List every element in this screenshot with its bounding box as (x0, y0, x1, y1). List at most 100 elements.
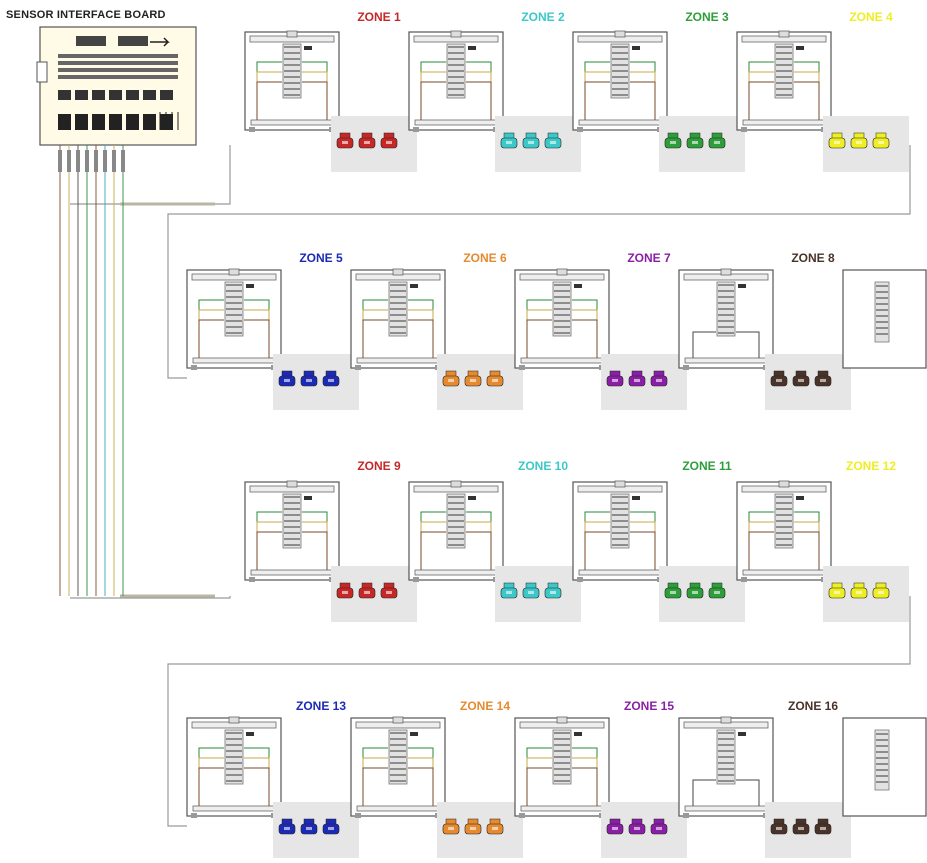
cabinet-top-connector (556, 716, 568, 724)
sensor-highlight (328, 379, 334, 382)
cabinet-foot (355, 813, 361, 818)
board-terminal (92, 114, 105, 130)
board-trace (58, 68, 178, 72)
zone-group (678, 268, 851, 410)
cabinet-top-connector (720, 716, 732, 724)
cabinet-foot (413, 127, 419, 132)
sensor-highlight (386, 141, 392, 144)
zone-group (736, 30, 909, 172)
zone-group (572, 480, 745, 622)
terminal-tag (304, 496, 312, 500)
interconnect-cable (167, 596, 911, 827)
internal-wire (692, 331, 716, 358)
sensor-highlight (714, 141, 720, 144)
sensor-highlight (776, 379, 782, 382)
internal-wire (362, 767, 388, 806)
cabinet-top-connector (286, 30, 298, 38)
terminal-tag (796, 46, 804, 50)
zone-label: ZONE 6 (463, 251, 507, 265)
internal-wire (584, 81, 610, 120)
terminal-tag (410, 732, 418, 736)
board-terminal (126, 90, 139, 100)
sensor-highlight (492, 379, 498, 382)
internal-wire (748, 531, 774, 570)
board-title: SENSOR INTERFACE BOARD (6, 9, 166, 21)
cabinet-bottom-rail (414, 569, 498, 576)
zone-label: ZONE 10 (517, 459, 568, 473)
cabinet-top-connector (392, 268, 404, 276)
zone-label: ZONE 9 (357, 459, 401, 473)
internal-wire (466, 81, 492, 120)
cabinet-top-connector (228, 716, 240, 724)
wire-connector (85, 150, 89, 172)
sensor-highlight (448, 827, 454, 830)
sensor-highlight (634, 827, 640, 830)
cabinet-bottom-rail (684, 805, 768, 812)
board-terminal (58, 114, 71, 130)
zone-group (186, 268, 359, 410)
sensor-highlight (528, 591, 534, 594)
terminal-tag (468, 46, 476, 50)
cabinet-foot (191, 813, 197, 818)
zone-group (408, 480, 581, 622)
board-terminal (92, 90, 105, 100)
cabinet-bottom-rail (250, 119, 334, 126)
partial-cabinet (842, 269, 927, 369)
sensor-highlight (612, 379, 618, 382)
cabinet-foot (355, 365, 361, 370)
cabinet-foot (249, 127, 255, 132)
internal-wire (244, 767, 270, 806)
internal-wire (256, 81, 282, 120)
zone-label: ZONE 13 (295, 699, 346, 713)
cabinet-top-connector (450, 480, 462, 488)
wire-connector (58, 150, 62, 172)
sensor-highlight (798, 379, 804, 382)
sensor-highlight (820, 827, 826, 830)
cabinet-top-connector (228, 268, 240, 276)
sensor-highlight (364, 591, 370, 594)
internal-wire (420, 81, 446, 120)
cabinet-bottom-rail (414, 119, 498, 126)
sensor-highlight (386, 591, 392, 594)
sensor-highlight (364, 141, 370, 144)
sensor-highlight (492, 827, 498, 830)
cabinet-foot (249, 577, 255, 582)
sensor-highlight (328, 827, 334, 830)
cabinet-foot (577, 127, 583, 132)
zone-label: ZONE 11 (682, 459, 732, 473)
internal-wire (256, 531, 282, 570)
zone-label: ZONE 16 (787, 699, 838, 713)
sensor-highlight (656, 379, 662, 382)
internal-wire (302, 531, 328, 570)
internal-wire (572, 319, 598, 358)
zone-group (244, 30, 417, 172)
sensor-highlight (284, 379, 290, 382)
sensor-highlight (798, 827, 804, 830)
cabinet-foot (191, 365, 197, 370)
sensor-highlight (550, 141, 556, 144)
terminal-tag (410, 284, 418, 288)
internal-wire (408, 767, 434, 806)
cabinet-bottom-rail (684, 357, 768, 364)
internal-wire (362, 319, 388, 358)
partial-cabinet (842, 717, 927, 817)
zone-label: ZONE 5 (299, 251, 343, 265)
board-trace (58, 54, 178, 58)
sensor-highlight (612, 827, 618, 830)
zone-group (736, 480, 909, 622)
terminal-tag (796, 496, 804, 500)
cabinet-bottom-rail (356, 357, 440, 364)
internal-wire (198, 767, 224, 806)
terminal-tag (574, 732, 582, 736)
internal-wire (198, 319, 224, 358)
internal-wire (630, 531, 656, 570)
cabinet-top-connector (556, 268, 568, 276)
terminal-tag (246, 732, 254, 736)
interconnect-cable (70, 596, 231, 599)
sensor-highlight (528, 141, 534, 144)
cabinet-top-connector (778, 30, 790, 38)
sensor-highlight (776, 827, 782, 830)
zone-label: ZONE 2 (521, 10, 565, 24)
board-side-connector (36, 61, 48, 83)
board-trace (58, 75, 178, 79)
